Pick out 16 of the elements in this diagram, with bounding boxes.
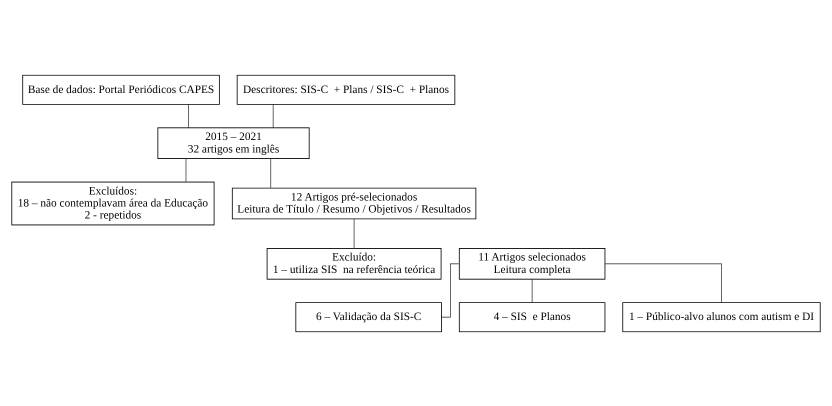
connector (604, 262, 722, 302)
node-box: 6 – Validação da SIS-C (295, 302, 442, 332)
connector (270, 158, 272, 188)
connector (272, 104, 274, 128)
node-box: 11 Artigos selecionados Leitura completa (458, 248, 606, 280)
node-box: 2015 – 2021 32 artigos em inglês (157, 126, 310, 158)
node-box: Excluído: 1 – utiliza SIS na referência teórica (266, 248, 442, 280)
node-box: Base de dados: Portal Periódicos CAPES (22, 74, 220, 104)
connector (532, 278, 533, 302)
node-box: 12 Artigos pré-selecionados Leitura de Título / Resumo / Objetivos / Resultados (232, 187, 476, 219)
node-box: Descritores: SIS-C + Plans / SIS-C + Planos (236, 74, 456, 104)
node-box: 4 – SIS e Planos (458, 302, 606, 332)
connector (188, 104, 189, 128)
node-box: 1 – Público-alvo alunos com autism e DI (622, 302, 821, 332)
node-box: Excluídos: 18 – não contemplavam área da Educação 2 - repetidos (11, 181, 214, 225)
connector (441, 262, 460, 318)
